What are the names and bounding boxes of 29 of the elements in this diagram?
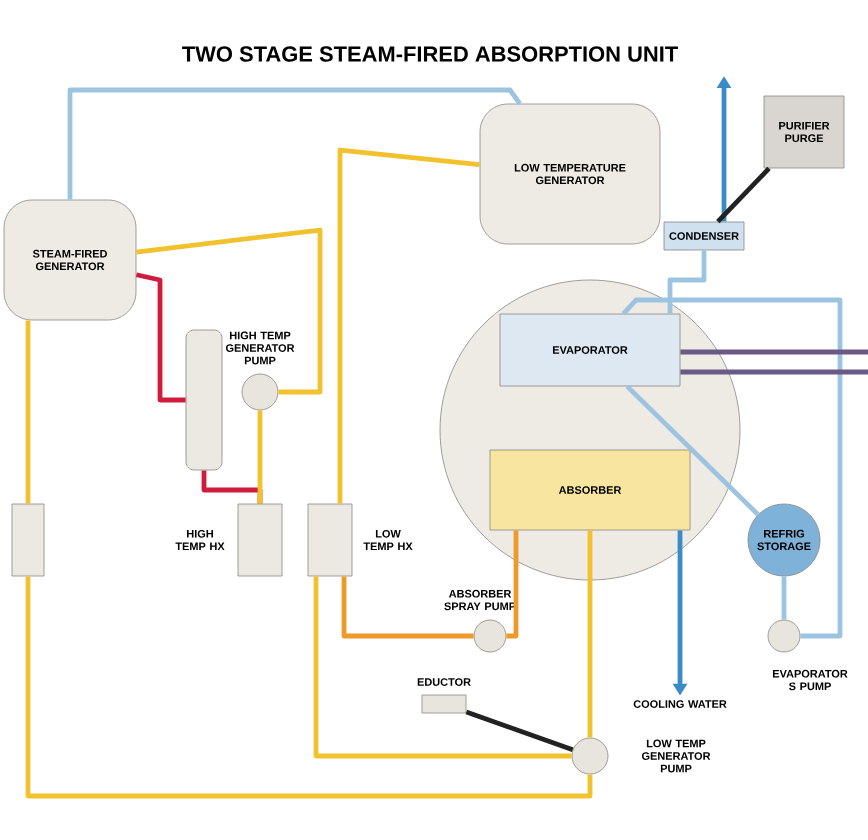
pipe: [337, 147, 480, 504]
pump-symbol: [473, 619, 507, 653]
pipe: [716, 166, 771, 224]
pipe: [341, 576, 474, 639]
pipe: [680, 349, 868, 355]
pipe: [621, 297, 843, 639]
pump-symbol: [767, 619, 801, 653]
pipe: [587, 530, 593, 738]
pipe: [135, 272, 186, 403]
title: TWO STAGE STEAM-FIRED ABSORPTION UNIT: [182, 46, 678, 62]
pipe: [465, 709, 574, 753]
pipe: [625, 384, 760, 517]
eductor-symbol: [421, 694, 467, 714]
pipe: [313, 576, 572, 759]
heat-exchanger-box: [307, 503, 353, 577]
pipe: [680, 369, 868, 375]
heat-exchanger-box: [237, 503, 283, 577]
pipe: [25, 320, 31, 504]
pipe: [136, 227, 323, 395]
pipe: [667, 250, 707, 314]
pump-symbol: [241, 373, 279, 411]
pipe: [781, 576, 787, 620]
separator-tank: [185, 329, 223, 471]
heat-exchanger-box: [11, 503, 45, 577]
pipe: [67, 87, 522, 200]
pipe: [257, 410, 263, 504]
pipe: [25, 576, 593, 799]
pipe: [506, 530, 519, 639]
pump-symbol: [571, 737, 609, 775]
